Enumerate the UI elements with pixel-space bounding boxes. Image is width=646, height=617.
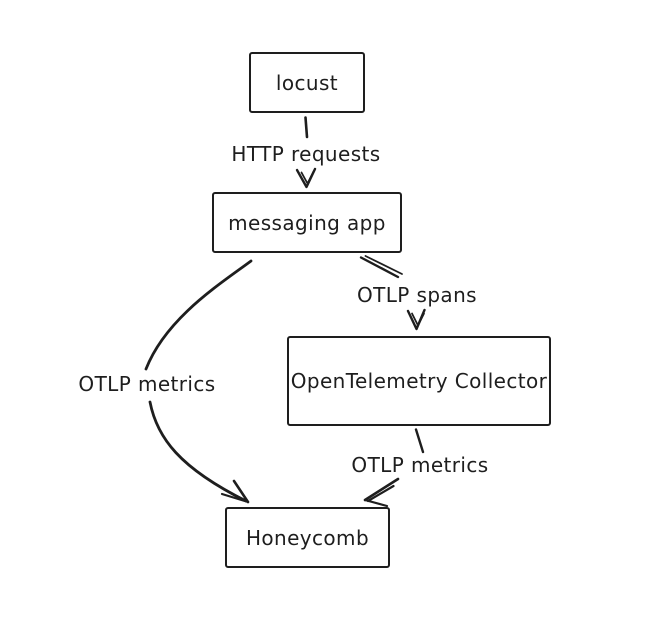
edge-label-otlp-metrics-right: OTLP metrics [351, 453, 489, 477]
node-messaging-app: messaging app [212, 192, 402, 253]
node-opentelemetry-collector-label: OpenTelemetry Collector [290, 369, 548, 393]
node-messaging-app-label: messaging app [228, 210, 386, 235]
edge-label-otlp-spans: OTLP spans [357, 283, 477, 307]
node-honeycomb: Honeycomb [225, 507, 390, 568]
node-honeycomb-label: Honeycomb [245, 525, 370, 550]
node-locust-label: locust [275, 70, 339, 95]
edge-label-http-requests: HTTP requests [231, 142, 381, 166]
node-opentelemetry-collector: OpenTelemetry Collector [287, 336, 551, 426]
node-locust: locust [249, 52, 365, 113]
edge-label-otlp-metrics-left: OTLP metrics [78, 372, 216, 396]
